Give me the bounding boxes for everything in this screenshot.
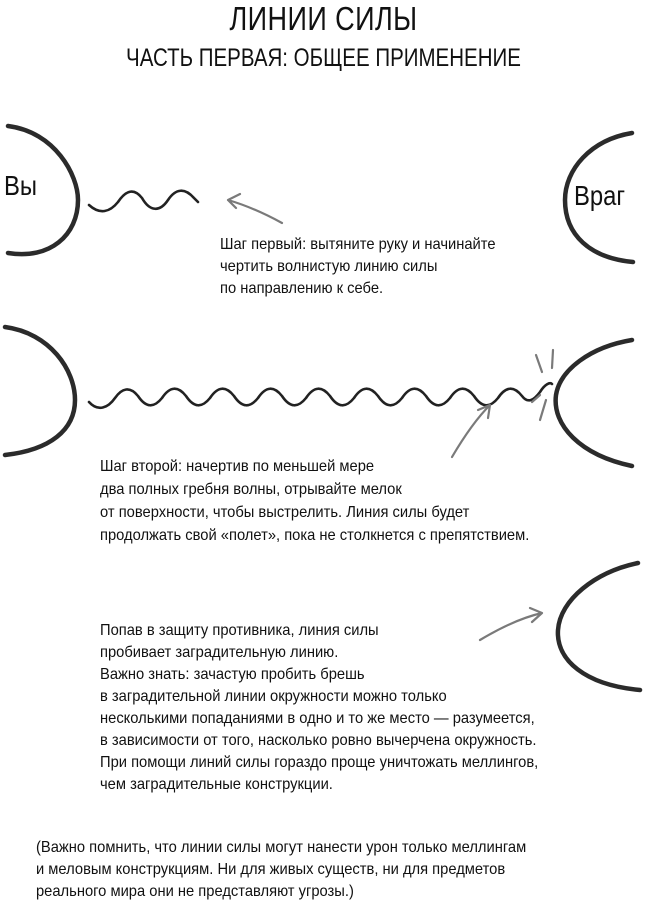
footnote: (Важно помнить, что линии силы могут нан… <box>36 837 526 903</box>
page-title: ЛИНИИ СИЛЫ <box>229 0 418 37</box>
footnote-line: (Важно помнить, что линии силы могут нан… <box>36 839 527 856</box>
enemy-circle-arc-2 <box>553 337 635 469</box>
impact-burst-icon <box>530 348 555 422</box>
player-circle-arc-2 <box>2 324 78 458</box>
step1-line: чертить волнистую линию силы <box>220 258 438 275</box>
footnote-line: реального мира они не представляют угроз… <box>36 883 354 900</box>
enemy-circle-arc-3 <box>555 560 643 693</box>
step3-line: несколькими попаданиями в одно и то же м… <box>100 710 535 727</box>
step3-line: в зависимости от того, насколько ровно в… <box>100 732 537 749</box>
footnote-line: и меловым конструкциям. Ни для живых сущ… <box>36 861 506 878</box>
step2-line: продолжать свой «полет», пока не столкне… <box>100 527 530 544</box>
step3-caption: Попав в защиту противника, линия силы пр… <box>100 620 538 796</box>
step2-caption: Шаг второй: начертив по меньшей мере два… <box>100 455 529 547</box>
arrow-step2 <box>450 403 492 459</box>
step3-line: в заградительной линии окружности можно … <box>100 688 447 705</box>
step2-line: от поверхности, чтобы выстрелить. Линия … <box>100 504 470 521</box>
step3-line: чем заградительные конструкции. <box>100 776 333 793</box>
diagram3-drawing <box>478 560 643 693</box>
step3-line: При помощи линий силы гораздо проще унич… <box>100 754 539 771</box>
arrow-step3 <box>478 606 544 642</box>
step2-line: два полных гребня волны, отрывайте мелок <box>100 481 402 498</box>
step3-line: Попав в защиту противника, линия силы <box>100 622 379 639</box>
player-circle-arc <box>5 123 81 257</box>
long-power-line <box>87 381 554 410</box>
arrow-step1 <box>226 192 284 225</box>
player-label: Вы <box>4 170 37 201</box>
step1-line: Шаг первый: вытяните руку и начинайте <box>220 236 496 253</box>
diagram2-drawing <box>2 324 635 469</box>
enemy-circle-arc <box>562 130 636 265</box>
short-power-line <box>87 189 200 213</box>
step1-caption: Шаг первый: вытяните руку и начинайте че… <box>220 234 496 300</box>
step3-line: Важно знать: зачастую пробить брешь <box>100 666 365 683</box>
enemy-label: Враг <box>574 180 626 211</box>
step3-line: пробивает заградительную линию. <box>100 644 339 661</box>
diagram1-drawing <box>5 123 636 265</box>
step2-line: Шаг второй: начертив по меньшей мере <box>100 458 375 475</box>
page-subtitle: ЧАСТЬ ПЕРВАЯ: ОБЩЕЕ ПРИМЕНЕНИЕ <box>126 44 521 72</box>
step1-line: по направлению к себе. <box>220 280 384 297</box>
